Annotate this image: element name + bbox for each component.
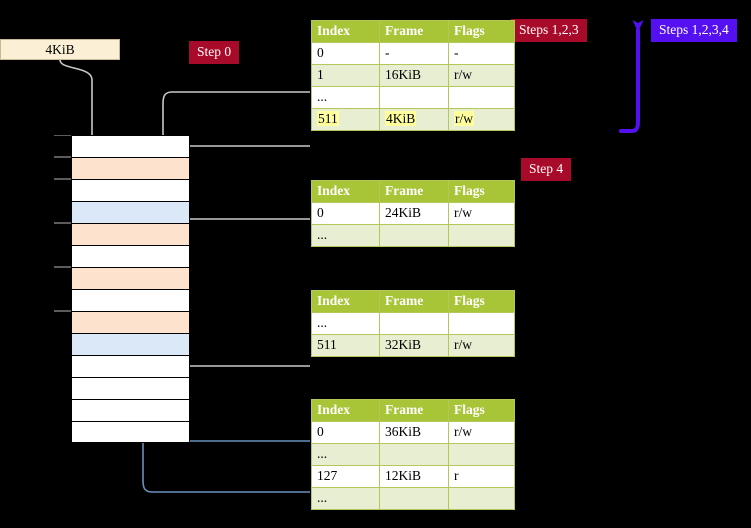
memory-frame-row	[71, 179, 190, 201]
table-row: 0--	[311, 42, 515, 65]
memory-frame-row	[71, 289, 190, 311]
table-cell: 0	[311, 421, 380, 444]
table-cell: ...	[311, 312, 380, 335]
table-cell: r	[448, 465, 515, 488]
memory-frame-row	[71, 333, 190, 355]
column-header-frame: Frame	[379, 399, 449, 422]
arrow-l3-to-memory	[170, 218, 310, 270]
table-cell: 511	[311, 334, 380, 357]
table-cell: r/w	[448, 108, 515, 131]
column-header-flags: Flags	[448, 399, 515, 422]
step-badge-steps123: Steps 1,2,3	[511, 19, 587, 42]
table-cell: ...	[311, 443, 380, 466]
table-cell	[379, 443, 449, 466]
table-row: ...	[311, 443, 515, 466]
table-row: ...	[311, 312, 515, 335]
table-cell: 12KiB	[379, 465, 449, 488]
table-cell: ...	[311, 86, 380, 109]
memory-frame-row	[71, 377, 190, 399]
memory-tick-marks	[54, 135, 71, 312]
arrow-steps-bracket	[619, 20, 644, 133]
highlighted-value: 4KiB	[385, 111, 417, 126]
table-cell: 0	[311, 42, 380, 65]
column-header-index: Index	[311, 290, 380, 313]
table-cell	[379, 224, 449, 247]
table-cell: 16KiB	[379, 64, 449, 87]
table-cell	[448, 224, 515, 247]
table-cell: 32KiB	[379, 334, 449, 357]
table-cell: -	[448, 42, 515, 65]
table-row: ...	[311, 86, 515, 109]
arrow-memory-to-l2	[180, 314, 310, 367]
column-header-frame: Frame	[379, 180, 449, 203]
step-badge-steps1234: Steps 1,2,3,4	[651, 19, 737, 42]
column-header-index: Index	[311, 399, 380, 422]
memory-frame-row	[71, 311, 190, 333]
arrow-memory-to-l4	[180, 145, 310, 160]
memory-frame-row	[71, 157, 190, 179]
table-cell	[448, 443, 515, 466]
table-cell	[379, 86, 449, 109]
table-cell: 127	[311, 465, 380, 488]
memory-frame-row	[71, 355, 190, 377]
table-cell: r/w	[448, 334, 515, 357]
highlighted-value: r/w	[454, 111, 474, 126]
column-header-index: Index	[311, 20, 380, 43]
table-row: 511 4KiB r/w	[311, 108, 515, 131]
memory-frame-row	[71, 267, 190, 289]
memory-frame-row	[71, 223, 190, 245]
virtual-address-box: 4KiB	[0, 39, 120, 60]
table-cell	[379, 487, 449, 510]
table-cell: 4KiB	[379, 108, 449, 131]
table-cell	[448, 487, 515, 510]
column-header-frame: Frame	[379, 290, 449, 313]
column-header-index: Index	[311, 180, 380, 203]
physical-memory-column	[54, 135, 190, 443]
memory-frame-row	[71, 399, 190, 421]
table-cell: 24KiB	[379, 202, 449, 225]
table-cell: r/w	[448, 202, 515, 225]
column-header-flags: Flags	[448, 180, 515, 203]
memory-frame-row	[71, 245, 190, 267]
highlighted-value: 511	[317, 111, 339, 126]
table-cell: 1	[311, 64, 380, 87]
table-row: ...	[311, 224, 515, 247]
column-header-frame: Frame	[379, 20, 449, 43]
table-cell	[379, 312, 449, 335]
virtual-address-label: 4KiB	[45, 41, 75, 57]
memory-frame-row	[71, 201, 190, 223]
table-cell: r/w	[448, 64, 515, 87]
step-badge-step0: Step 0	[189, 41, 240, 64]
memory-frame-row	[71, 135, 190, 157]
column-header-flags: Flags	[448, 290, 515, 313]
column-header-flags: Flags	[448, 20, 515, 43]
table-cell: ...	[311, 487, 380, 510]
table-cell: 511	[311, 108, 380, 131]
table-row: ...	[311, 487, 515, 510]
memory-frame-row	[71, 421, 190, 443]
table-cell: 36KiB	[379, 421, 449, 444]
table-cell: ...	[311, 224, 380, 247]
table-cell: -	[379, 42, 449, 65]
step-badge-step4: Step 4	[521, 158, 572, 181]
table-cell: r/w	[448, 421, 515, 444]
table-cell: 0	[311, 202, 380, 225]
table-cell	[448, 312, 515, 335]
table-cell	[448, 86, 515, 109]
